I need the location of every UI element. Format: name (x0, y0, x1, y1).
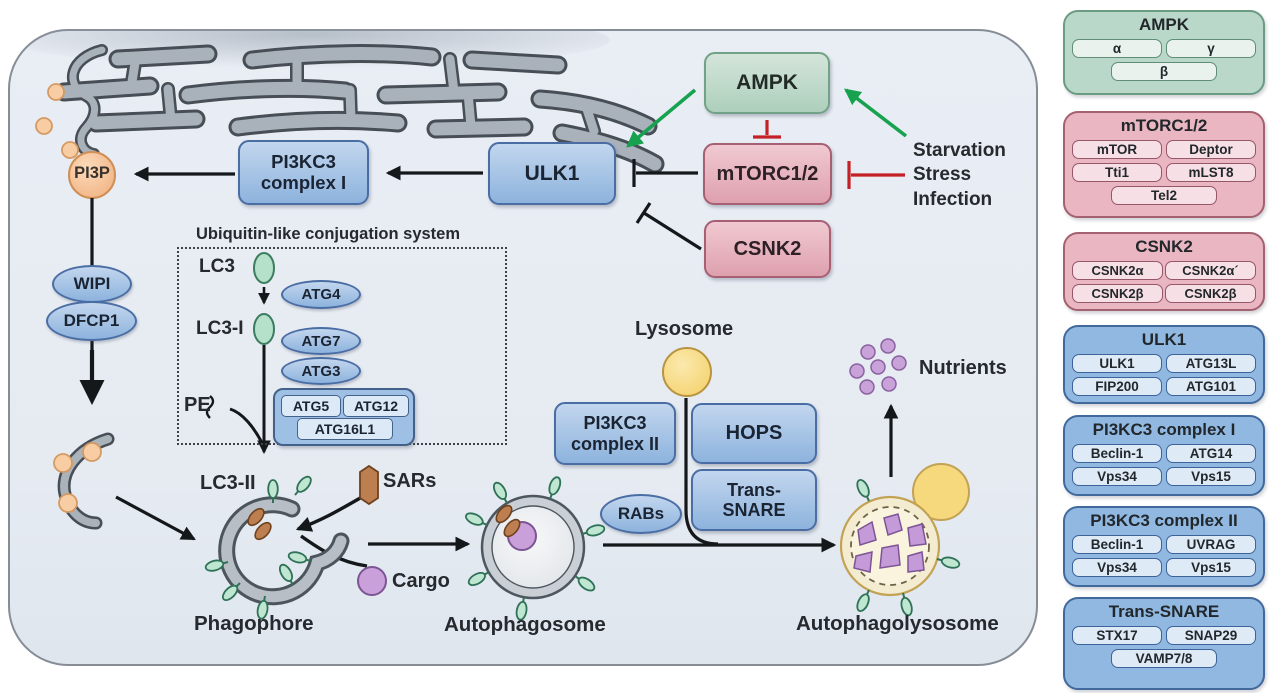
er-vesicles (35, 83, 79, 159)
sars-icon (359, 464, 379, 506)
subunit-pill: ATG14 (1166, 444, 1256, 463)
subunit-pill: STX17 (1072, 626, 1162, 645)
subunit-pill: mLST8 (1166, 163, 1256, 182)
subunit-pill: Beclin-1 (1072, 444, 1162, 463)
legend-card-mtorc12: mTORC1/2 mTOR Deptor Tti1 mLST8 Tel2 (1063, 111, 1265, 218)
subunit-pill: Deptor (1166, 140, 1256, 159)
isolation-membrane (53, 432, 115, 530)
lc3-ii-label: LC3-II (200, 472, 256, 494)
subunit-pill: Beclin-1 (1072, 535, 1162, 554)
pi3p-label: PI3P (74, 164, 110, 182)
subunit-pill: CSNK2α (1072, 261, 1163, 280)
lc3-protein-ovals (253, 252, 275, 345)
autophagolysosome-body (839, 463, 970, 618)
subunit-pill: Vps34 (1072, 467, 1162, 486)
subunit-pill: ATG13L (1166, 354, 1256, 373)
subunit-pill: γ (1166, 39, 1256, 58)
legend-title: CSNK2 (1135, 237, 1193, 256)
phagophore-label: Phagophore (194, 612, 314, 635)
phagophore-membrane (218, 496, 350, 606)
phagophore-sars (247, 507, 272, 541)
legend-card-pi3kc3-complex-1: PI3KC3 complex I Beclin-1 ATG14 Vps34 Vp… (1063, 415, 1265, 496)
nutrients-label: Nutrients (919, 357, 1007, 379)
degraded-cargo-fragments (853, 513, 927, 573)
nutrient-dots (849, 338, 907, 395)
legend-card-ulk1: ULK1 ULK1 ATG13L FIP200 ATG101 (1063, 325, 1265, 404)
conjugation-title: Ubiquitin-like conjugation system (196, 225, 461, 243)
pe-label: PE (184, 394, 211, 416)
node-pi3kc3-complex-2: PI3KC3 complex II (554, 402, 676, 465)
legend-card-ampk: AMPK α γ β (1063, 10, 1265, 95)
lc3-i-label: LC3-I (196, 318, 244, 339)
er-network (10, 29, 665, 174)
subunit-pill: CSNK2β (1072, 284, 1163, 303)
lysosome-lobe (912, 463, 970, 521)
node-mtorc12: mTORC1/2 (703, 143, 832, 205)
cargo-label: Cargo (392, 570, 450, 592)
autophagosome-label: Autophagosome (444, 613, 606, 636)
subunit-pill: mTOR (1072, 140, 1162, 159)
sars-label: SARs (383, 470, 437, 492)
subunit-pill: FIP200 (1072, 377, 1162, 396)
subunit-pill: Vps15 (1166, 467, 1256, 486)
node-dfcp1: DFCP1 (46, 301, 137, 341)
node-atg12: ATG12 (343, 395, 409, 417)
subunit-pill: UVRAG (1166, 535, 1256, 554)
subunit-pill: CSNK2β (1165, 284, 1256, 303)
node-wipi: WIPI (52, 265, 132, 303)
legend-title: PI3KC3 complex I (1092, 420, 1236, 439)
red-inhibition-bars (753, 120, 905, 189)
lc3-label: LC3 (199, 256, 235, 277)
legend-title: PI3KC3 complex II (1090, 511, 1238, 530)
subunit-pill: β (1111, 62, 1217, 81)
legend-card-csnk2: CSNK2 CSNK2α CSNK2α´ CSNK2β CSNK2β (1063, 232, 1265, 311)
subunit-pill: Tti1 (1072, 163, 1162, 182)
subunit-pill: Tel2 (1111, 186, 1217, 205)
black-arrows (79, 159, 899, 568)
subunit-pill: CSNK2α´ (1165, 261, 1256, 280)
autophagosome-body (463, 474, 607, 622)
pe-squiggle (205, 395, 215, 419)
node-csnk2: CSNK2 (704, 220, 831, 278)
node-atg4: ATG4 (281, 280, 361, 309)
node-rabs: RABs (600, 494, 682, 534)
node-atg3: ATG3 (281, 357, 361, 385)
node-atg5: ATG5 (281, 395, 341, 417)
subunit-pill: ATG101 (1166, 377, 1256, 396)
sars-inside-icons (495, 504, 521, 538)
node-hops: HOPS (691, 403, 817, 464)
cargo-icon (357, 566, 387, 596)
legend-title: AMPK (1138, 15, 1190, 34)
subunit-pill: Vps34 (1072, 558, 1162, 577)
node-trans-snare: Trans- SNARE (691, 469, 817, 531)
legend-title: ULK1 (1141, 330, 1187, 349)
node-atg16l1: ATG16L1 (297, 418, 393, 440)
lysosome-icon (662, 347, 712, 397)
node-atg7: ATG7 (281, 327, 361, 355)
subunit-pill: SNAP29 (1166, 626, 1256, 645)
atg5-atg12-atg16l1-complex: ATG5 ATG12 ATG16L1 (273, 388, 415, 446)
node-ampk: AMPK (704, 52, 830, 114)
subunit-pill: VAMP7/8 (1111, 649, 1217, 668)
autophagolysosome-label: Autophagolysosome (796, 612, 999, 635)
subunit-pill: Vps15 (1166, 558, 1256, 577)
lysosome-label: Lysosome (635, 318, 734, 340)
node-pi3kc3-complex-1: PI3KC3 complex I (238, 140, 369, 205)
legend-title: mTORC1/2 (1120, 116, 1208, 135)
green-activation-arrows (626, 88, 908, 148)
stimuli-label: Starvation Stress Infection (913, 140, 1006, 210)
legend-card-trans-snare: Trans-SNARE STX17 SNAP29 VAMP7/8 (1063, 597, 1265, 690)
node-ulk1: ULK1 (488, 142, 616, 205)
legend-card-pi3kc3-complex-2: PI3KC3 complex II Beclin-1 UVRAG Vps34 V… (1063, 506, 1265, 587)
subunit-pill: α (1072, 39, 1162, 58)
legend-title: Trans-SNARE (1108, 602, 1220, 621)
subunit-pill: ULK1 (1072, 354, 1162, 373)
